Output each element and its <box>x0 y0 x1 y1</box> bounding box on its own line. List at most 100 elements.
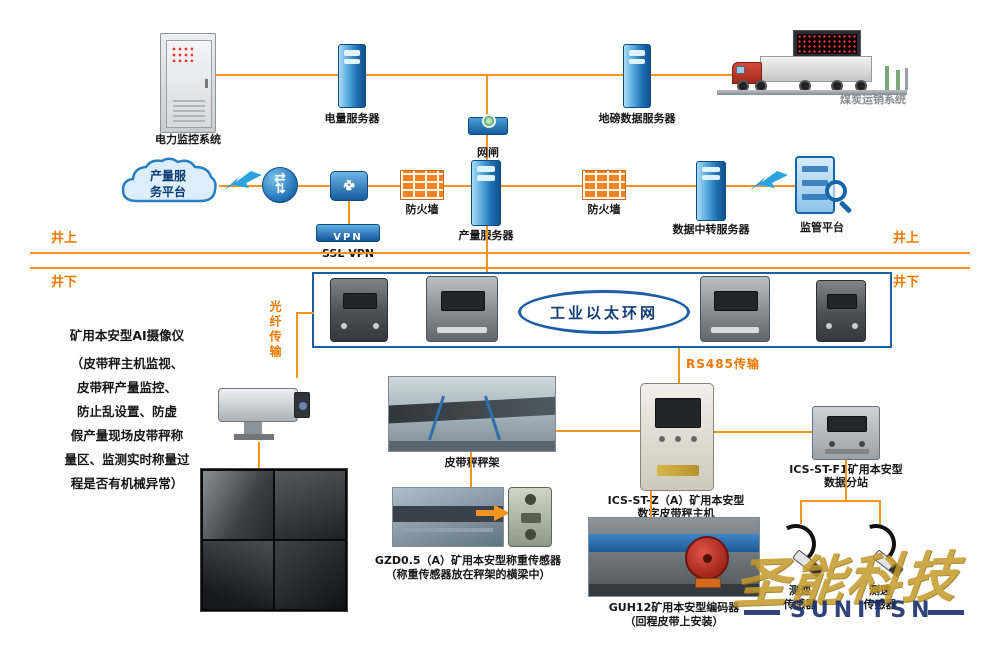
connector <box>470 452 472 487</box>
connector <box>348 201 350 224</box>
led-display <box>793 30 861 62</box>
speed-sensor-label: 测速 传感器 <box>863 584 897 612</box>
watermark-bar <box>928 610 964 615</box>
speed-sensor-label: 测速 传感器 <box>783 584 817 612</box>
supervision-label: 监管平台 <box>800 221 844 234</box>
connector <box>486 74 488 117</box>
weighbridge-platform <box>717 90 907 95</box>
firewall-icon <box>400 170 444 200</box>
vpn-text: VPN <box>333 232 363 243</box>
camera-base <box>234 434 274 440</box>
router-arrows-icon: ⇄ <box>272 182 288 194</box>
mine-device <box>700 276 770 342</box>
connector <box>800 500 802 524</box>
host-label2: 数字皮带秤主机 <box>637 507 715 520</box>
router-icon: ⇄ ⇄ <box>262 167 298 203</box>
host-label: ICS-ST-Z（A）矿用本安型 <box>607 494 745 507</box>
load-cell <box>508 487 552 547</box>
truck-cab <box>732 62 762 84</box>
weighbridge-server-label: 地磅数据服务器 <box>598 112 676 125</box>
truck-trailer <box>760 56 872 82</box>
cloud-label: 产量服务平台 <box>149 169 186 199</box>
connector <box>556 430 640 432</box>
underground-label-right: 井下 <box>892 275 919 290</box>
firewall-label: 防火墙 <box>587 203 621 216</box>
roadside-post <box>885 66 889 90</box>
underground-label-left: 井下 <box>50 275 77 290</box>
ssl-vpn-label: SSL VPN <box>308 247 388 261</box>
fiber-label: 光纤传输 <box>268 300 282 360</box>
encoder-photo <box>588 517 760 597</box>
surface-label-left: 井上 <box>50 231 77 246</box>
connector <box>800 500 880 502</box>
belt-host-cabinet <box>640 383 714 491</box>
relay-server-label: 数据中转服务器 <box>672 223 750 236</box>
power-server-label: 电量服务器 <box>324 112 380 125</box>
firewall-label: 防火墙 <box>405 203 439 216</box>
camera-desc-text: （皮带秤主机监视、 皮带秤产量监控、 防止乱设置、防虚 假产量现场皮带秤称 量区… <box>64 356 190 491</box>
firewall-icon <box>582 170 626 200</box>
connector <box>879 500 881 524</box>
magnifier-icon <box>825 180 847 202</box>
arrow-icon <box>476 505 510 521</box>
connector <box>296 312 314 314</box>
camera-desc-title: 矿用本安型AI摄像仪 <box>69 328 185 343</box>
cctv-panel <box>203 471 273 539</box>
weighbridge-server <box>623 44 651 108</box>
switch-icon: ⇄ ⇄ <box>330 171 368 201</box>
lightning-icon <box>750 170 788 196</box>
relay-server <box>696 161 726 221</box>
lightning-icon <box>224 170 262 196</box>
divider-line <box>30 267 970 269</box>
cab-window <box>736 66 745 74</box>
gap-badge-icon <box>482 114 496 128</box>
connector <box>366 74 487 76</box>
connector <box>650 491 652 517</box>
cctv-panel <box>275 541 345 609</box>
supervision-platform-icon <box>793 154 853 218</box>
watermark-bar <box>744 610 780 615</box>
divider-line <box>30 252 970 254</box>
connector <box>651 74 737 76</box>
data-substation <box>812 406 880 460</box>
surface-label-right: 井上 <box>892 231 919 246</box>
connector <box>487 74 623 76</box>
vpn-device: VPN <box>316 224 380 243</box>
cloud-production-platform: 产量服务平台 <box>115 155 219 213</box>
connector <box>845 460 847 500</box>
rs485-label: RS485传输 <box>686 357 760 371</box>
ai-camera <box>212 378 314 442</box>
cabinet-handle <box>205 79 208 88</box>
belt-scale-photo <box>388 376 556 452</box>
belt-frame-label: 皮带秤秤架 <box>444 456 500 469</box>
connector <box>219 185 800 187</box>
connector <box>296 312 298 378</box>
ring-network-label: 工业以太环网 <box>549 303 658 322</box>
connector <box>678 348 680 383</box>
load-sensor-note: （称重传感器放在秤架的横梁中） <box>385 568 551 581</box>
conveyor-photo <box>392 487 504 547</box>
connector <box>486 135 488 161</box>
watermark-en: SUNITSN <box>790 598 935 623</box>
gateway-label: 网闸 <box>477 146 499 159</box>
roadside-post <box>905 68 908 90</box>
cctv-panel <box>275 471 345 539</box>
cabinet-indicators <box>171 46 193 62</box>
truck-scale-scene <box>715 26 910 98</box>
encoder-wheel-icon <box>685 536 729 580</box>
mine-device <box>816 280 866 342</box>
camera-lens-icon <box>294 392 310 418</box>
camera-body <box>218 388 298 422</box>
power-monitor-label: 电力监控系统 <box>155 133 221 146</box>
power-server <box>338 44 366 108</box>
led-matrix <box>797 34 857 54</box>
encoder-label: GUH12矿用本安型编码器 <box>608 601 740 614</box>
mine-device <box>426 276 498 342</box>
encoder-note: （回程皮带上安装） <box>624 615 724 628</box>
router-arrows-icon: ⇄ <box>274 170 286 186</box>
magnifier-handle <box>838 200 853 214</box>
roadside-post <box>896 70 900 90</box>
connector <box>714 431 812 433</box>
cctv-panel <box>203 541 273 609</box>
